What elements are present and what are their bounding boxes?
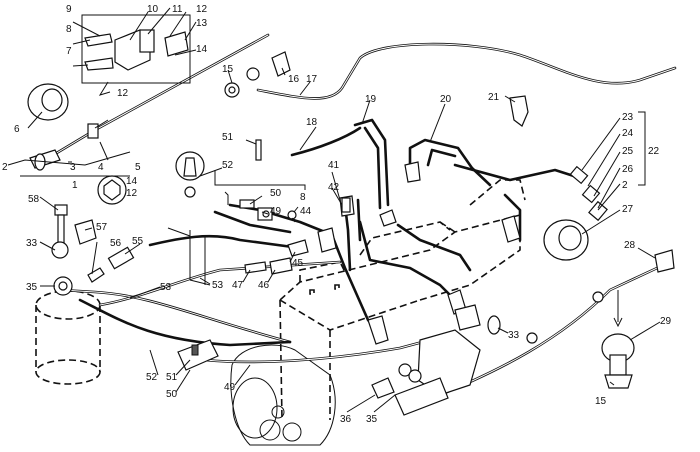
callout-35b: 35: [366, 414, 378, 425]
callout-29: 29: [660, 316, 672, 327]
callout-2b: 2: [622, 180, 628, 191]
callout-55: 55: [132, 236, 144, 247]
callout-53: 53: [160, 282, 172, 293]
callout-8b: 8: [300, 192, 306, 203]
callout-58: 58: [28, 194, 40, 205]
callout-7: 7: [66, 46, 72, 57]
callout-12: 12: [196, 4, 208, 15]
callout-11: 11: [172, 4, 183, 15]
callout-56: 56: [110, 238, 122, 249]
callout-21: 21: [488, 92, 500, 103]
callout-23: 23: [622, 112, 634, 123]
callout-5: 5: [135, 162, 141, 173]
callout-9: 9: [66, 4, 72, 15]
callout-28: 28: [624, 240, 636, 251]
callout-14: 14: [196, 44, 208, 55]
callout-4: 4: [98, 162, 104, 173]
callout-47: 52: [222, 160, 234, 171]
callout-14b: 14: [126, 176, 138, 187]
callout-3: 3: [70, 162, 76, 173]
callout-57: 57: [96, 222, 108, 233]
callout-33: 33: [26, 238, 38, 249]
callout-38: 41: [328, 160, 340, 171]
fuel-pipes: [43, 33, 677, 397]
callout-19: 19: [365, 94, 377, 105]
callout-12b: 12: [117, 88, 129, 99]
callout-41: 45: [292, 258, 304, 269]
callout-42: 46: [258, 280, 270, 291]
callout-20: 20: [440, 94, 452, 105]
callout-27: 27: [622, 204, 634, 215]
callout-48: 53: [212, 280, 224, 291]
callout-labels: 9 8 7 10 11 12 13 14 12 6 2 3 4 5 1 15 1…: [2, 4, 672, 425]
callout-15: 15: [222, 64, 234, 75]
callout-44: 49: [270, 206, 282, 217]
callout-10: 10: [147, 4, 159, 15]
callout-36: 36: [340, 414, 352, 425]
callout-22: 22: [648, 146, 660, 157]
callout-1: 1: [72, 180, 78, 191]
leader-lines: [7, 7, 661, 413]
callout-6: 6: [14, 124, 20, 135]
callout-12c: 12: [126, 188, 138, 199]
callout-24: 24: [622, 128, 634, 139]
callout-35: 35: [26, 282, 38, 293]
callout-2: 2: [2, 162, 8, 173]
flywheel-housing: [230, 344, 336, 446]
callout-46: 51: [222, 132, 234, 143]
callout-51: 51: [166, 372, 178, 383]
callout-17: 17: [306, 74, 318, 85]
callout-33b: 33: [508, 330, 520, 341]
callout-8: 8: [66, 24, 72, 35]
callout-16: 16: [288, 74, 300, 85]
fittings-and-parts: [27, 14, 675, 416]
callout-45: 50: [270, 188, 282, 199]
callout-50: 50: [166, 389, 178, 400]
callout-40: 44: [300, 206, 312, 217]
callout-52: 52: [146, 372, 158, 383]
callout-26: 26: [622, 164, 634, 175]
engine-block-outline: [279, 179, 526, 421]
callout-18: 18: [306, 117, 318, 128]
callout-25: 25: [622, 146, 634, 157]
callout-13: 13: [196, 18, 208, 29]
callout-43: 47: [232, 280, 244, 291]
callout-39: 42: [328, 182, 340, 193]
callout-15b: 15: [595, 396, 607, 407]
callout-49: 49: [224, 382, 236, 393]
